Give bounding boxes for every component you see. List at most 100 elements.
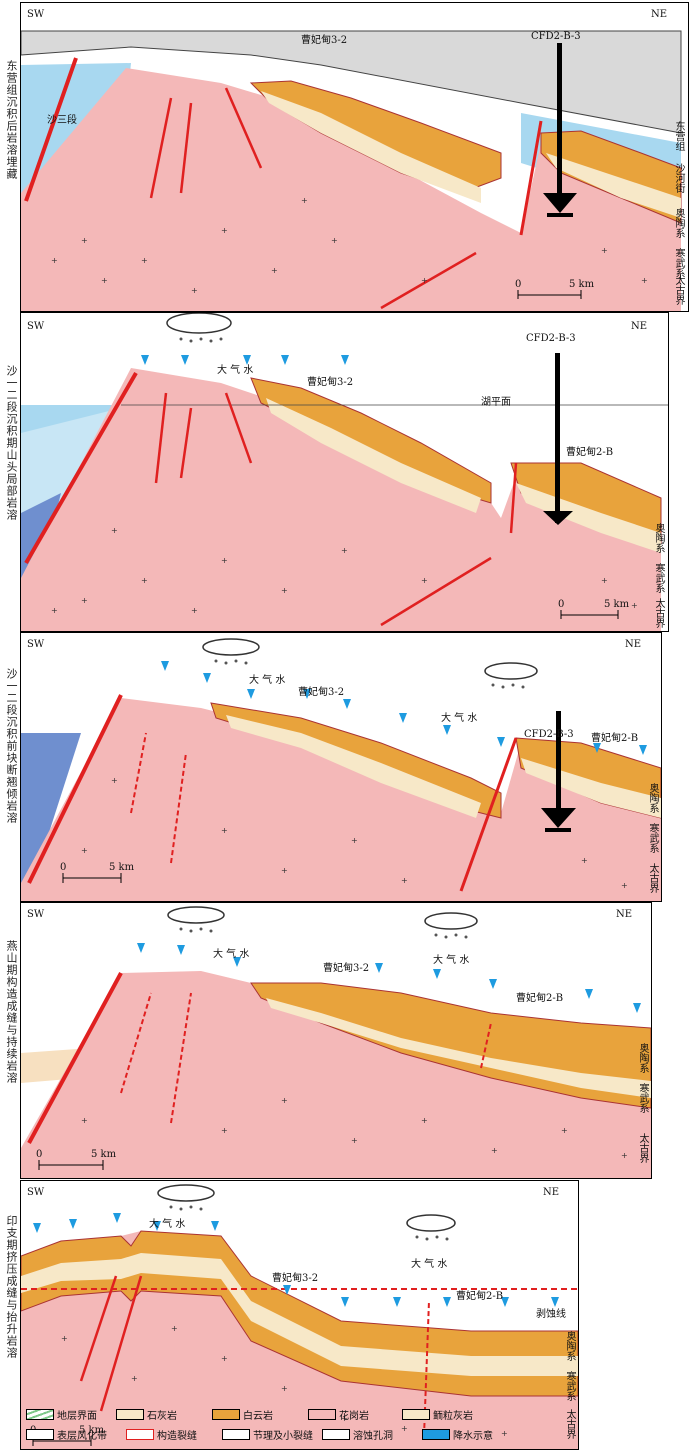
panel-5-caofeidian2b: 曹妃甸2-B [456,1291,504,1302]
panel-5-ne: NE [543,1187,560,1198]
svg-text:+: + [581,856,588,865]
svg-text:+: + [351,1136,358,1145]
svg-text:+: + [221,1354,228,1363]
panel-1-section: ++++ ++++ ++++ [21,30,682,311]
panel-2-caofeidian32: 曹妃甸3-2 [307,377,354,388]
legend-item: 石灰岩 [116,1407,177,1422]
svg-text:+: + [51,256,58,265]
svg-text:+: + [111,776,118,785]
panel-1-scale-zero: 0 [515,279,522,290]
svg-text:+: + [561,1126,568,1135]
panel-1-ne: NE [651,9,668,20]
legend-item: 花岗岩 [308,1407,369,1422]
panel-3: ++++ ++++ SW NE 大 气 水 曹妃甸3-2 大 气 水 CFD2-… [20,632,662,902]
legend-label: 石灰岩 [147,1411,177,1422]
svg-text:+: + [221,826,228,835]
panel-3-title: 沙一二段沉积前块断翘倾岩溶 [5,668,18,824]
panel-2-ne: NE [631,321,648,332]
panel-2-ordo: 奥陶系 [653,523,664,553]
svg-text:+: + [421,576,428,585]
panel-2-scale: 5 km [604,599,630,610]
svg-text:+: + [421,276,428,285]
svg-text:+: + [281,586,288,595]
svg-text:+: + [61,1334,68,1343]
boundary-line-icon [26,1409,54,1420]
svg-text:+: + [131,1374,138,1383]
panel-3-archean: 太古界 [647,863,658,893]
panel-2-scale-zero: 0 [558,599,565,610]
panel-2: ++++ ++++ +++ SW NE CFD2-B-3 大 气 水 曹妃甸3-… [20,312,669,632]
legend-label: 鲕粒灰岩 [433,1411,473,1422]
svg-text:+: + [51,606,58,615]
panel-4-ordo: 奥陶系 [637,1043,648,1073]
svg-text:+: + [141,576,148,585]
panel-2-lake: 湖平面 [481,397,511,408]
svg-text:+: + [401,1424,408,1433]
panel-2-caofeidian2b: 曹妃甸2-B [566,447,614,458]
svg-text:+: + [281,1096,288,1105]
panel-3-caofeidian32: 曹妃甸3-2 [298,687,345,698]
panel-4-section: ++++ ++++ [21,906,651,1178]
panel-4-camb: 寒武系 [637,1083,648,1113]
svg-text:+: + [101,276,108,285]
legend-label: 表层风化带 [57,1431,107,1442]
panel-1-sw: SW [27,9,45,20]
legend-item: 地层界面 [26,1407,97,1422]
panel-3-caofeidian2b: 曹妃甸2-B [591,733,639,744]
legend-item: 溶蚀孔洞 [322,1427,393,1442]
svg-text:+: + [81,236,88,245]
panel-5-title: 印支期挤压成缝与抬升岩溶 [5,1215,18,1359]
panel-5-archean: 太古界 [564,1409,575,1439]
legend-label: 白云岩 [243,1411,273,1422]
panel-5: ++++ ++++ SW NE 大 气 水 大 气 水 曹妃甸3-2 曹妃甸2-… [20,1180,579,1450]
panel-4-title: 燕山期构造成缝与持续岩溶 [5,940,18,1084]
panel-4: ++++ ++++ SW NE 大 气 水 曹妃甸3-2 大 气 水 曹妃甸2-… [20,902,652,1179]
svg-text:+: + [491,1146,498,1155]
legend-label: 花岗岩 [339,1411,369,1422]
svg-text:+: + [191,286,198,295]
panel-4-scale: 5 km [91,1149,117,1160]
svg-text:+: + [401,876,408,885]
svg-text:+: + [281,1384,288,1393]
weathering-zone-icon [26,1429,54,1440]
svg-text:+: + [341,1414,348,1423]
panel-2-rain: 大 气 水 [217,365,254,376]
panel-2-section: ++++ ++++ +++ [21,313,668,631]
panel-3-scale-zero: 0 [60,862,67,873]
panel-4-rain2: 大 气 水 [433,955,470,966]
panel-2-archean: 太古界 [653,598,664,628]
panel-1: ++++ ++++ ++++ SW NE 曹妃甸3-2 CFD2-B-3 沙三段… [20,2,689,312]
svg-text:+: + [171,1324,178,1333]
legend-label: 节理及小裂缝 [253,1431,313,1442]
legend-item: 节理及小裂缝 [222,1427,313,1442]
legend-label: 地层界面 [57,1411,97,1422]
panel-1-camb: 寒武系 [673,248,684,278]
panel-5-sw: SW [27,1187,45,1198]
oolitic-limestone-icon [402,1409,430,1420]
panel-3-rain1: 大 气 水 [249,675,286,686]
panel-5-rain1: 大 气 水 [149,1219,186,1230]
svg-text:+: + [81,1116,88,1125]
panel-1-title: 东营组沉积后岩溶埋藏 [5,60,18,180]
svg-text:+: + [271,266,278,275]
granite-icon [308,1409,336,1420]
svg-text:+: + [191,606,198,615]
joints-icon [222,1429,250,1440]
svg-text:+: + [221,226,228,235]
svg-text:+: + [631,601,638,610]
panel-2-sw: SW [27,321,45,332]
legend-label: 构造裂缝 [157,1431,197,1442]
panel-1-archean: 太古界 [673,275,684,305]
panel-2-camb: 寒武系 [653,563,664,593]
panel-3-rain2: 大 气 水 [441,713,478,724]
svg-text:+: + [421,1116,428,1125]
panel-5-section: ++++ ++++ [21,1184,578,1449]
dissolution-vug-icon [322,1429,350,1440]
panel-1-shasan: 沙三段 [47,115,77,126]
panel-4-sw: SW [27,909,45,920]
svg-text:+: + [331,236,338,245]
svg-text:+: + [301,196,308,205]
legend: 地层界面 石灰岩 白云岩 花岗岩 鲕粒灰岩 表层风化带 构造裂缝 节理及小裂缝 … [22,1405,577,1447]
panel-4-scale-zero: 0 [36,1149,43,1160]
panel-1-dongying: 东营组 [673,121,684,151]
